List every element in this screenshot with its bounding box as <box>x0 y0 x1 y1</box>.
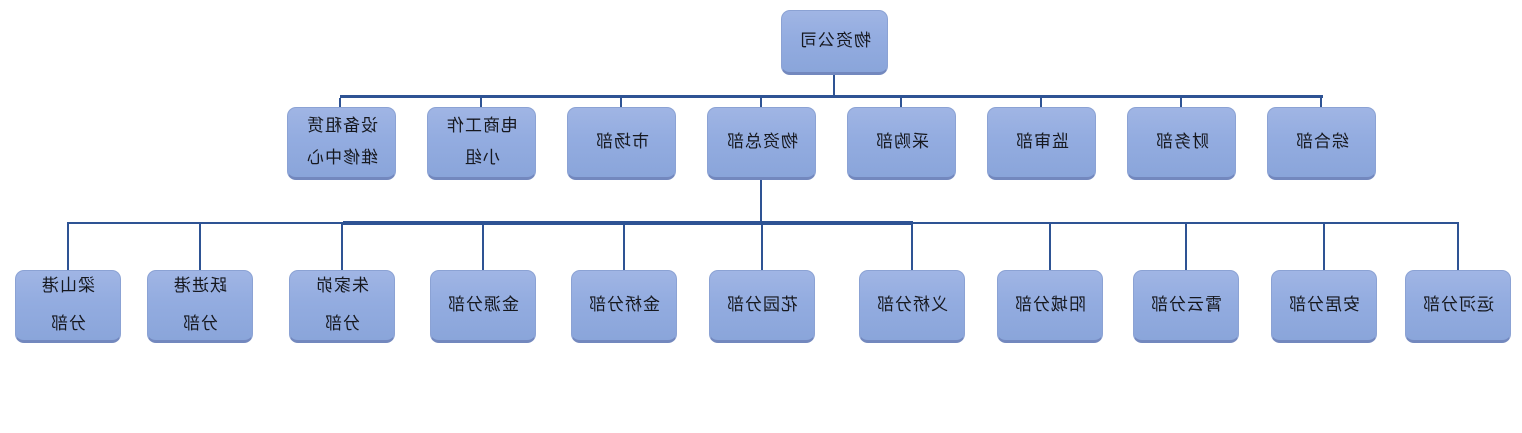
connector-drop <box>1323 224 1325 270</box>
node-jinqiao-branch: 金桥分部 <box>571 270 677 343</box>
node-label: 财务部 <box>1154 131 1209 152</box>
node-jianshenbu: 监审部 <box>987 107 1096 180</box>
connector-drop <box>339 98 341 107</box>
connector-drop <box>341 224 343 270</box>
connector-drop <box>761 224 763 270</box>
node-shebei-zulin-weixiu-center: 设备租赁维修中心 <box>287 107 396 180</box>
node-yuejingang-branch: 跃进港分部 <box>147 270 253 343</box>
node-yangcheng-branch: 阳城分部 <box>997 270 1103 343</box>
node-huayuan-branch: 花园分部 <box>709 270 815 343</box>
node-label: 跃进港分部 <box>173 276 227 334</box>
node-label: 监审部 <box>1014 131 1069 152</box>
node-dianshang-workgroup: 电商工作小组 <box>427 107 536 180</box>
node-liangshangang-branch: 梁山港分部 <box>15 270 121 343</box>
node-label: 阳城分部 <box>1014 294 1086 315</box>
connector-drop <box>1457 224 1459 270</box>
connector-drop <box>67 224 69 270</box>
node-xiaoyun-branch: 霄云分部 <box>1133 270 1239 343</box>
node-shichangbu: 市场部 <box>567 107 676 180</box>
node-label: 安居分部 <box>1288 294 1360 315</box>
connector-drop <box>911 224 913 270</box>
node-wuzi-company-root: 物资公司 <box>781 10 888 75</box>
node-label: 朱家峁分部 <box>315 276 369 334</box>
node-label: 设备租赁维修中心 <box>305 116 378 168</box>
connector-drop <box>900 98 902 107</box>
node-caiwubu: 财务部 <box>1127 107 1236 180</box>
connector-drop <box>482 224 484 270</box>
node-label: 义桥分部 <box>876 294 948 315</box>
node-wuzi-zongbu: 物资总部 <box>707 107 816 180</box>
node-yunhe-branch: 运河分部 <box>1405 270 1511 343</box>
connector-wuzi-zongbu-vertical <box>760 180 762 224</box>
connector-root-vertical <box>833 75 835 96</box>
connector-drop <box>1320 98 1322 107</box>
connector-drop <box>1180 98 1182 107</box>
connector-drop <box>1185 224 1187 270</box>
node-label: 梁山港分部 <box>41 276 95 334</box>
node-label: 运河分部 <box>1422 294 1494 315</box>
node-jinyuan-branch: 金源分部 <box>430 270 536 343</box>
node-zhujiamao-branch: 朱家峁分部 <box>289 270 395 343</box>
connector-row2-bus <box>340 95 1323 98</box>
node-label: 金桥分部 <box>588 294 660 315</box>
connector-drop <box>760 98 762 107</box>
node-zonghebu: 综合部 <box>1267 107 1376 180</box>
node-label: 物资公司 <box>798 30 871 51</box>
node-label: 电商工作小组 <box>445 116 518 168</box>
node-anju-branch: 安居分部 <box>1271 270 1377 343</box>
node-yiqiao-branch: 义桥分部 <box>859 270 965 343</box>
connector-drop <box>480 98 482 107</box>
node-label: 市场部 <box>594 131 649 152</box>
connector-drop <box>199 224 201 270</box>
connector-row3-bus-thick-overlap <box>343 221 913 225</box>
node-label: 采购部 <box>874 131 929 152</box>
node-label: 金源分部 <box>447 294 519 315</box>
node-caigoubu: 采购部 <box>847 107 956 180</box>
node-label: 花园分部 <box>726 294 798 315</box>
connector-drop <box>620 98 622 107</box>
node-label: 综合部 <box>1294 131 1349 152</box>
node-label: 物资总部 <box>725 131 798 152</box>
node-label: 霄云分部 <box>1150 294 1222 315</box>
connector-drop <box>623 224 625 270</box>
connector-drop <box>1049 224 1051 270</box>
connector-drop <box>1040 98 1042 107</box>
